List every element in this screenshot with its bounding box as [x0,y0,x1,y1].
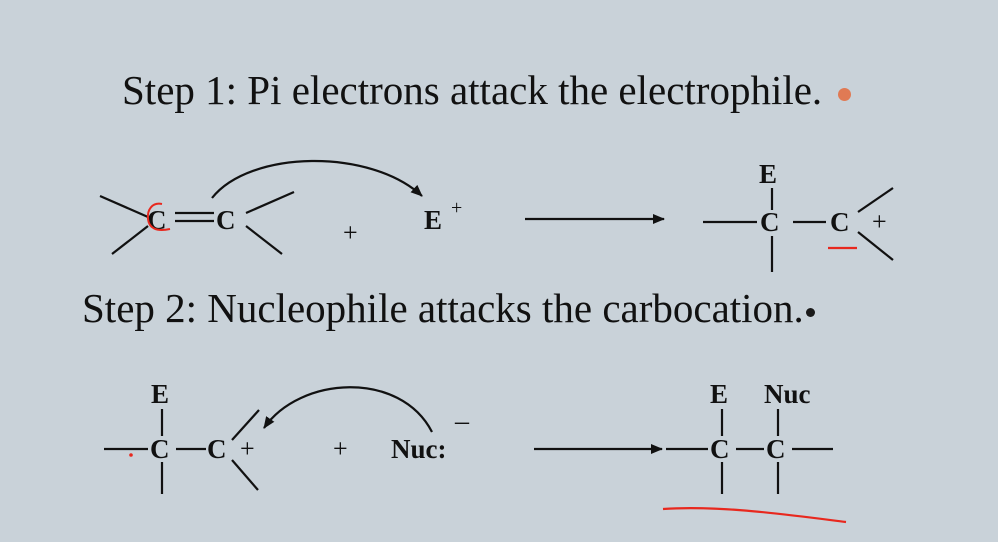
step2-title-text: Step 2: Nucleophile attacks the carbocat… [82,285,804,331]
product1-carbon-1: C [760,207,780,237]
nucleophile-label: Nuc: [391,434,447,464]
electrophile-label: E [424,205,442,235]
step1-reactant-alkene: C C [99,190,295,255]
step2-bullet [805,308,815,318]
reactant2-lower-right-bond [231,459,259,491]
reactant2-carbon-2: C [207,434,227,464]
step2-title: Step 2: Nucleophile attacks the carbocat… [82,284,815,332]
reactant2-e-label: E [151,379,169,409]
product1-carbon-2: C [830,207,850,237]
nucleophile-charge: – [454,406,470,437]
product2-e-label: E [710,379,728,409]
product1-charge: + [872,207,887,236]
alkene-left-upper-bond [99,194,149,219]
step2-curved-arrow [263,386,433,433]
step1-bullet [838,88,852,102]
step2-reactant-carbocation: E C C + [104,379,260,494]
annotation-dot [129,453,133,457]
step2-product: E Nuc C C [666,379,833,494]
electrophile-charge: + [451,197,462,219]
annotation-circle-carbon [146,202,171,231]
reactant2-carbon-1: C [150,434,170,464]
product1-upper-right-bond [857,187,894,213]
alkene-right-upper-bond [245,190,295,215]
annotation-underline-product [662,506,847,524]
product2-carbon-1: C [710,434,730,464]
reactant2-upper-right-bond [231,409,260,441]
alkene-right-lower-bond [245,225,283,255]
step1-product-carbocation: E C C + [703,159,894,272]
reactant2-charge: + [240,434,255,463]
alkene-carbon-2: C [216,205,236,235]
step2-plus: + [333,434,348,463]
product2-nuc-label: Nuc [764,379,811,409]
step1-title: Step 1: Pi electrons attack the electrop… [122,66,852,114]
product1-lower-right-bond [857,231,894,261]
step1-curved-arrow [211,159,423,199]
step1-plus: + [343,218,358,247]
step1-title-text: Step 1: Pi electrons attack the electrop… [122,67,823,113]
product1-e-label: E [759,159,777,189]
alkene-left-lower-bond [111,225,149,255]
product2-carbon-2: C [766,434,786,464]
